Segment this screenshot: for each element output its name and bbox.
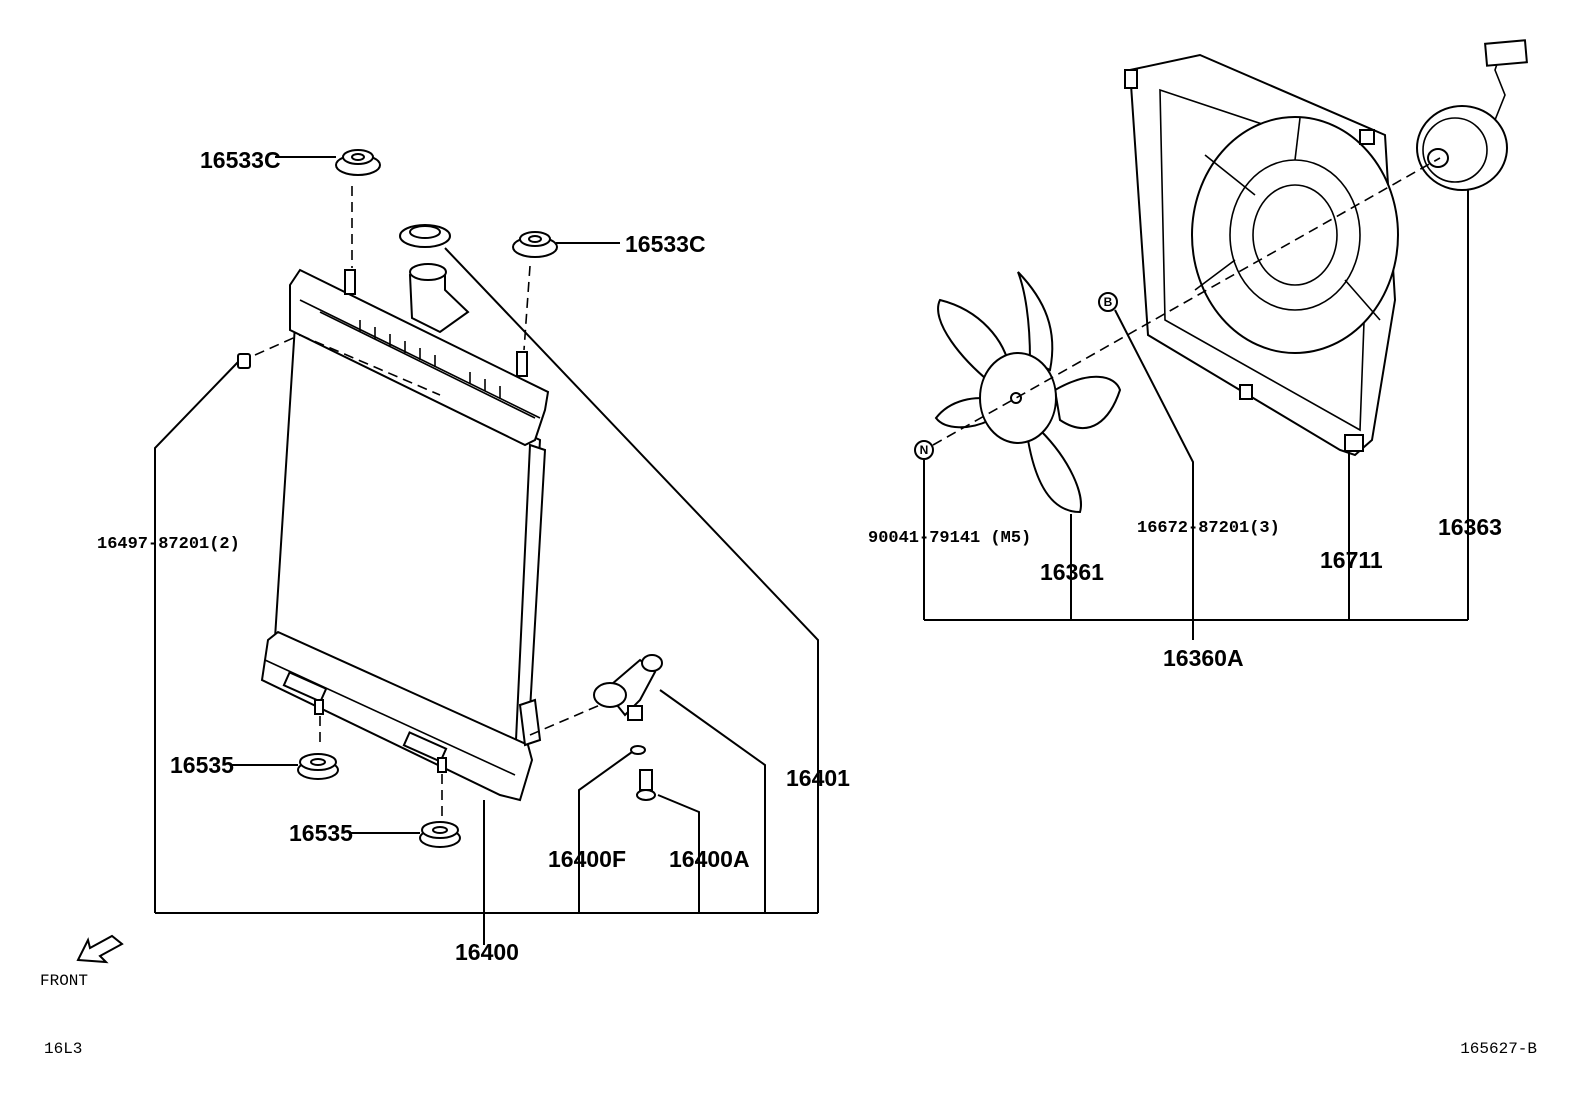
fan-blade [934,271,1122,514]
radiator-upper-tank [289,268,550,447]
label-16533c-right: 16533C [625,231,706,257]
radiator-cap [399,224,451,248]
grommet-16533c-right [512,231,558,258]
drain-plug-16400a [636,769,656,801]
front-label: FRONT [40,972,88,990]
label-16361: 16361 [1040,559,1104,585]
front-indicator: FRONT [40,934,124,990]
leader-lines-right [923,190,1469,640]
label-16401: 16401 [786,765,850,791]
svg-text:B: B [1104,295,1113,309]
front-arrow-icon [76,934,124,964]
leader-lines-left [154,156,819,945]
label-16400f: 16400F [548,846,626,872]
label-16363: 16363 [1438,514,1502,540]
drain-fitting [593,654,663,721]
diagram-code-left: 16L3 [44,1040,82,1058]
grommet-16535-b [419,821,461,848]
label-16400: 16400 [455,939,519,965]
o-ring-16400f [630,745,646,755]
radiator-lower-tank [260,630,534,802]
svg-text:N: N [920,443,929,457]
marker-b: B [1098,292,1118,312]
alignment-lines-right [932,157,1441,446]
label-16535-a: 16535 [170,752,234,778]
upper-pin-left [344,269,356,295]
label-16711: 16711 [1320,547,1383,573]
label-16533c-top: 16533C [200,147,281,173]
radiator-assembly [260,263,550,802]
fan-motor [1416,39,1528,191]
label-90041: 90041-79141 (M5) [868,529,1031,548]
grommet-16533c-top [335,149,381,176]
upper-pin-right [516,351,528,377]
grommet-16535-a [297,753,339,780]
fan-shroud [1124,53,1399,457]
label-16360a: 16360A [1163,645,1244,671]
label-16535-b: 16535 [289,820,353,846]
label-16400a: 16400A [669,846,750,872]
label-16497: 16497-87201(2) [97,535,240,554]
alignment-lines-left [254,186,601,820]
diagram-code-right: 165627-B [1460,1040,1537,1058]
label-16672: 16672-87201(3) [1137,519,1280,538]
marker-n: N [914,440,934,460]
radiator-filler-neck [408,270,470,334]
clip-16497 [237,353,251,369]
